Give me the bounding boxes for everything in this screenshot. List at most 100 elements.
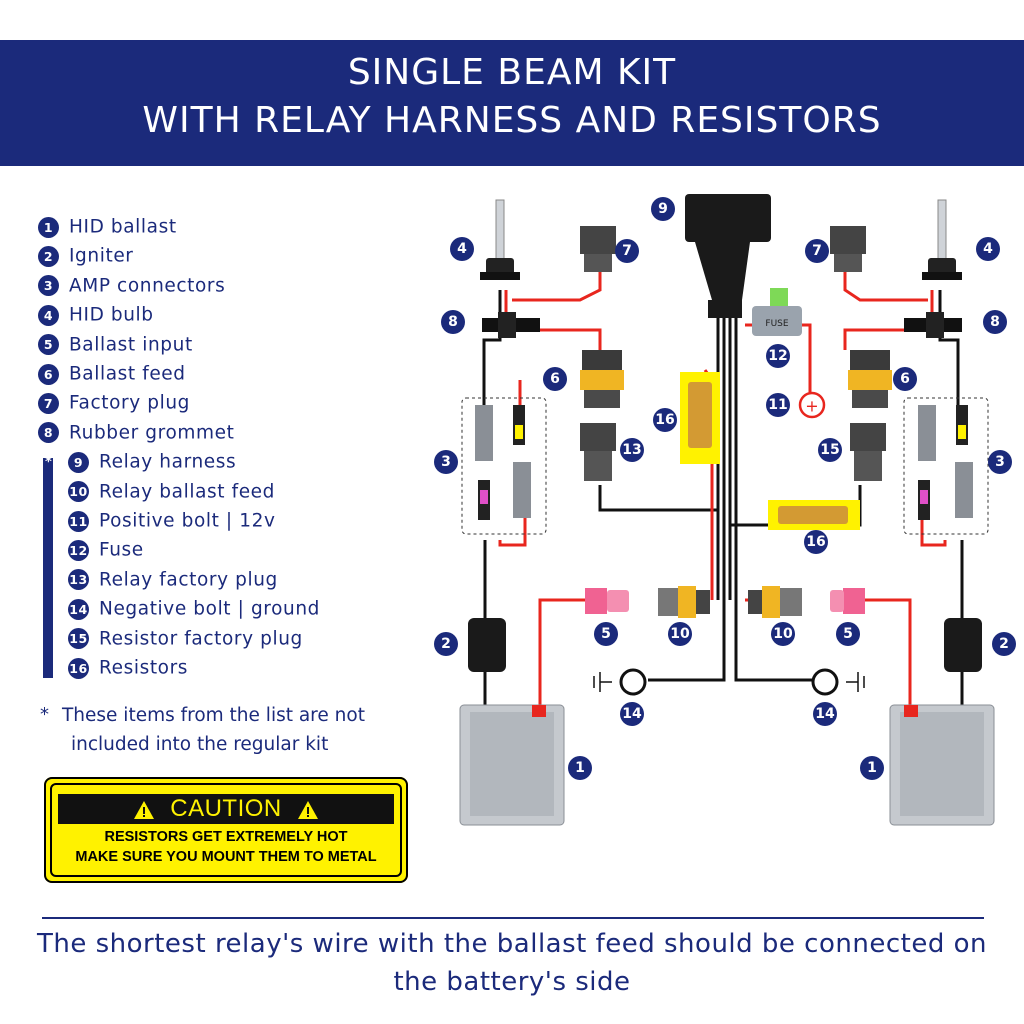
callout-bubble: 16 [804, 530, 828, 554]
callout-number: 12 [768, 348, 787, 364]
legend-item-number: 2 [38, 245, 59, 267]
callout-number: 5 [601, 626, 611, 642]
title-line-1: SINGLE BEAM KIT [347, 52, 677, 93]
rubber-grommet-right [904, 312, 962, 338]
legend-item-number: 4 [38, 304, 59, 326]
callout-number: 3 [441, 454, 451, 470]
legend-item-label: HID bulb [69, 304, 154, 326]
callout-bubble: 7 [805, 239, 829, 263]
note-star: * [40, 704, 49, 725]
callout-number: 8 [448, 314, 458, 330]
callout-bubble: 8 [441, 310, 465, 334]
callout-bubble: 16 [653, 408, 677, 432]
legend-item-label: Resistors [99, 657, 189, 679]
relay-harness [685, 194, 771, 318]
ballast-feed-left [580, 350, 624, 408]
legend-item-label: Relay harness [99, 451, 237, 473]
legend-item-label: Resistor factory plug [99, 628, 303, 650]
callout-number: 15 [820, 442, 839, 458]
amp-connectors-right [903, 397, 989, 535]
relay-ballast-feed-left [658, 586, 710, 618]
legend-item: 1 HID ballast [38, 216, 177, 240]
callout-bubble: 6 [543, 367, 567, 391]
factory-plug-left [580, 226, 616, 272]
legend-item-label: Igniter [69, 245, 134, 267]
negative-bolt-right [811, 668, 865, 696]
callout-bubble: 7 [615, 239, 639, 263]
legend-item-number: 14 [68, 598, 89, 620]
callout-number: 8 [990, 314, 1000, 330]
amp-parts-left [475, 405, 531, 520]
callout-number: 16 [655, 412, 674, 428]
callout-bubble: 6 [893, 367, 917, 391]
callout-bubble: 2 [992, 632, 1016, 656]
positive-symbol: + [805, 397, 818, 416]
callout-number: 13 [622, 442, 641, 458]
amp-connectors-left [461, 397, 547, 535]
callout-bubble: 3 [434, 450, 458, 474]
legend-item-number: 16 [68, 657, 89, 679]
warning-icon [134, 800, 155, 819]
callout-bubble: 5 [594, 622, 618, 646]
callout-bubble: 11 [766, 393, 790, 417]
title-line-2: WITH RELAY HARNESS AND RESISTORS [142, 100, 882, 141]
legend-item-number: 1 [38, 216, 59, 238]
legend-item-number: 15 [68, 628, 89, 650]
note-line-2: included into the regular kit [71, 734, 329, 755]
title-banner: SINGLE BEAM KIT WITH RELAY HARNESS AND R… [0, 40, 1024, 166]
callout-number: 7 [622, 243, 632, 259]
wires-black [482, 250, 964, 710]
callout-number: 11 [768, 397, 787, 413]
ballast-input-left [585, 588, 629, 614]
legend-item-number: 12 [68, 539, 89, 561]
legend-item-label: HID ballast [69, 216, 177, 238]
legend-item: 2 Igniter [38, 245, 134, 269]
hid-ballast-right [889, 704, 995, 826]
legend-item-label: Ballast input [69, 334, 193, 356]
legend-item: 15 Resistor factory plug [68, 628, 303, 652]
callout-number: 2 [441, 636, 451, 652]
callout-bubble: 14 [620, 702, 644, 726]
negative-bolt-left [593, 668, 647, 696]
callout-number: 1 [867, 760, 877, 776]
resistor-factory-plug [850, 423, 886, 481]
resistor-vertical [680, 372, 720, 464]
caution-line-2: MAKE SURE YOU MOUNT THEM TO METAL [75, 849, 377, 865]
legend-item-label: Positive bolt | 12v [99, 510, 276, 532]
legend-item-number: 5 [38, 334, 59, 356]
caution-title: CAUTION [170, 795, 282, 822]
legend-item: 5 Ballast input [38, 334, 193, 358]
callout-bubble: 4 [976, 237, 1000, 261]
optional-items-bar [43, 458, 53, 678]
positive-bolt: + [798, 391, 826, 419]
legend-item-label: Rubber grommet [69, 422, 235, 444]
footer-divider [42, 917, 984, 919]
igniter-left [468, 618, 506, 672]
optional-items-star: * [45, 455, 52, 470]
callout-bubble: 1 [568, 756, 592, 780]
legend-item-label: Relay ballast feed [99, 481, 275, 503]
legend-item: 12 Fuse [68, 539, 144, 563]
callout-bubble: 2 [434, 632, 458, 656]
callout-number: 6 [900, 371, 910, 387]
caution-title-bar: CAUTION [58, 794, 394, 824]
factory-plug-right [830, 226, 866, 272]
callout-bubble: 8 [983, 310, 1007, 334]
rubber-grommet-left [482, 312, 540, 338]
callout-bubble: 12 [766, 344, 790, 368]
callout-bubble: 13 [620, 438, 644, 462]
wiring-diagram: FUSE + [434, 194, 1016, 826]
callout-bubble: 10 [771, 622, 795, 646]
callout-number: 9 [658, 201, 668, 217]
callout-bubble: 5 [836, 622, 860, 646]
legend-item-label: Fuse [99, 539, 144, 561]
legend-item-label: Factory plug [69, 392, 191, 414]
legend-item-number: 6 [38, 363, 59, 385]
fuse: FUSE [752, 288, 802, 336]
